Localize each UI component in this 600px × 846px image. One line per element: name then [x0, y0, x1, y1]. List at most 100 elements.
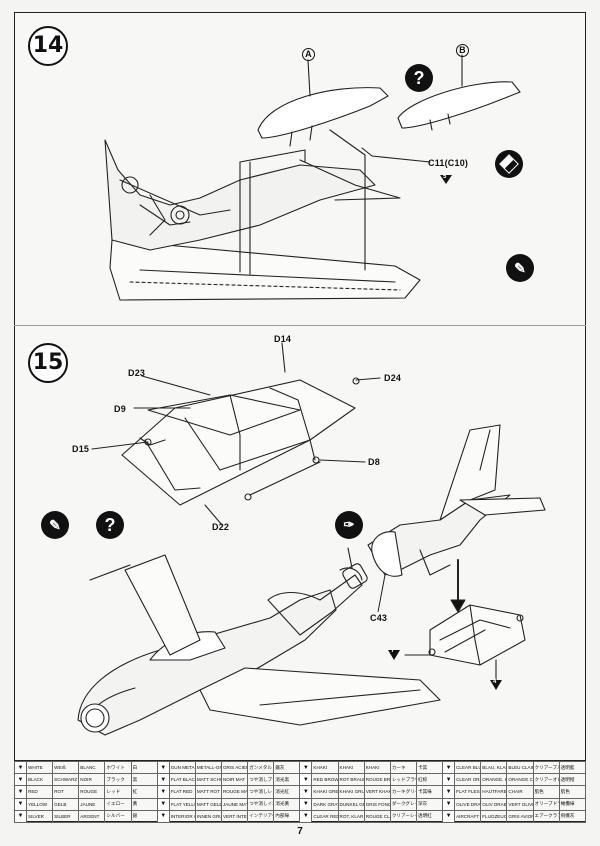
legend-cell: HAUTFARBE [480, 785, 508, 799]
part-label-d24: D24 [384, 373, 402, 383]
legend-cell: YELLOW [25, 797, 54, 811]
ref-step-5: 5 [443, 174, 447, 180]
legend-cell: ROUGE BRUN [363, 773, 391, 787]
question-mark-icon: ? [405, 64, 433, 92]
legend-cell: FLAT BLACK [168, 773, 196, 787]
legend-triangle-icon: ▼ [442, 773, 456, 787]
legend-cell: 白 [130, 760, 158, 775]
legend-cell: RED BROWN [311, 773, 339, 787]
part-label-d15: D15 [72, 444, 90, 454]
legend-cell: BLAU, KLAR [480, 760, 508, 775]
legend-cell: OLIVE DRAB [454, 797, 482, 811]
legend-cell: GUN METAL [168, 760, 196, 775]
legend-cell: WHITE [25, 760, 54, 775]
legend-triangle-icon: ▼ [299, 797, 313, 811]
legend-cell: VERT INTERIEUR [220, 809, 249, 824]
hobby-knife-icon: ✑ [335, 511, 363, 539]
part-label-a: A [302, 48, 315, 61]
legend-triangle-icon: ▼ [156, 773, 170, 787]
legend-cell: SCHWARZ [52, 773, 80, 787]
legend-triangle-icon: ▼ [299, 773, 313, 787]
legend-cell: RED [25, 785, 54, 799]
legend-cell: 透明橙 [558, 773, 587, 787]
legend-triangle-icon: ▼ [156, 785, 170, 799]
ref-step-4: 4 [493, 679, 497, 685]
glue-tube-icon: ✎ [41, 511, 69, 539]
legend-cell: NOIR MAT [220, 773, 249, 787]
legend-cell: ROT [52, 785, 80, 799]
ref-step-7: 7 [391, 648, 395, 654]
legend-cell: WEIß [52, 760, 80, 775]
legend-cell: FLAT RED [168, 785, 196, 799]
legend-cell: BLANC [78, 760, 106, 775]
legend-cell: レッド [104, 785, 132, 799]
legend-triangle-icon: ▼ [14, 809, 27, 824]
legend-triangle-icon: ▼ [156, 809, 170, 824]
legend-cell: シルバー [104, 809, 132, 824]
legend-cell: イエロー [104, 797, 132, 811]
legend-cell: BLACK [25, 773, 54, 787]
question-mark-icon: ? [96, 511, 124, 539]
legend-cell: 消光黃 [273, 797, 301, 811]
legend-triangle-icon: ▼ [442, 797, 456, 811]
legend-cell: MATT SCHWARZ [194, 773, 222, 787]
legend-triangle-icon: ▼ [299, 760, 313, 775]
part-label-d8: D8 [368, 457, 380, 467]
legend-cell: 鐵灰 [273, 760, 301, 775]
legend-cell: クリアーオレンジ [532, 773, 560, 787]
legend-triangle-icon: ▼ [156, 797, 170, 811]
legend-cell: KHAKI GRUN [337, 785, 365, 799]
legend-cell: ARGENT [78, 809, 106, 824]
legend-cell: ダークグレイ [389, 797, 417, 811]
legend-cell: 卡其 [415, 760, 444, 775]
legend-cell: 透明紅 [415, 809, 444, 824]
legend-cell: MATT ROT [194, 785, 222, 799]
legend-cell: INTERIOR GREEN [168, 809, 196, 824]
legend-cell: 橄欖綠 [558, 797, 587, 811]
legend-cell: GRIS FONCE [363, 797, 391, 811]
legend-cell: ブラック [104, 773, 132, 787]
legend-cell: つや消しイエロー [247, 797, 275, 811]
legend-cell: JAUNE MAT [220, 797, 249, 811]
legend-cell: NOIR [78, 773, 106, 787]
legend-cell: カーキグリーン [389, 785, 417, 799]
legend-cell: 消光紅 [273, 785, 301, 799]
legend-cell: KHAKI [363, 760, 391, 775]
legend-cell: GRIS AVION [506, 809, 534, 824]
step-divider [14, 325, 586, 326]
legend-cell: つや消しブラック [247, 773, 275, 787]
glue-tube-icon: ✎ [506, 254, 534, 282]
legend-cell: ROT, KLAR [337, 809, 365, 824]
part-label-d23: D23 [128, 368, 146, 378]
legend-cell: クリアーレッド [389, 809, 417, 824]
page-number: 7 [297, 826, 303, 837]
legend-cell: FLAT YELLOW [168, 797, 196, 811]
legend-cell: SILVER [25, 809, 54, 824]
legend-cell: 黃 [130, 797, 158, 811]
legend-cell: OLIV DRAB [480, 797, 508, 811]
legend-cell: GELB [52, 797, 80, 811]
legend-cell: ROUGE MAT [220, 785, 249, 799]
legend-cell: 紅棕 [415, 773, 444, 787]
legend-cell: 深灰 [415, 797, 444, 811]
legend-triangle-icon: ▼ [442, 785, 456, 799]
legend-cell: METALL-GRAU [194, 760, 222, 775]
legend-cell: JAUNE [78, 797, 106, 811]
legend-cell: CLEAR BLUE [454, 760, 482, 775]
legend-cell: DUNKEL GRAU [337, 797, 365, 811]
legend-cell: BLEU CLAIR [506, 760, 534, 775]
legend-cell: FLUGZEUGGRAU [480, 809, 508, 824]
step-number: 14 [28, 26, 68, 66]
legend-cell: 肌色 [558, 785, 587, 799]
legend-cell: ROUGE CLAIR [363, 809, 391, 824]
part-label-c43: C43 [370, 613, 388, 623]
legend-cell: SILBER [52, 809, 80, 824]
legend-cell: GRIS ACIER [220, 760, 249, 775]
legend-cell: MATT GELB [194, 797, 222, 811]
legend-cell: KHAKI [337, 760, 365, 775]
